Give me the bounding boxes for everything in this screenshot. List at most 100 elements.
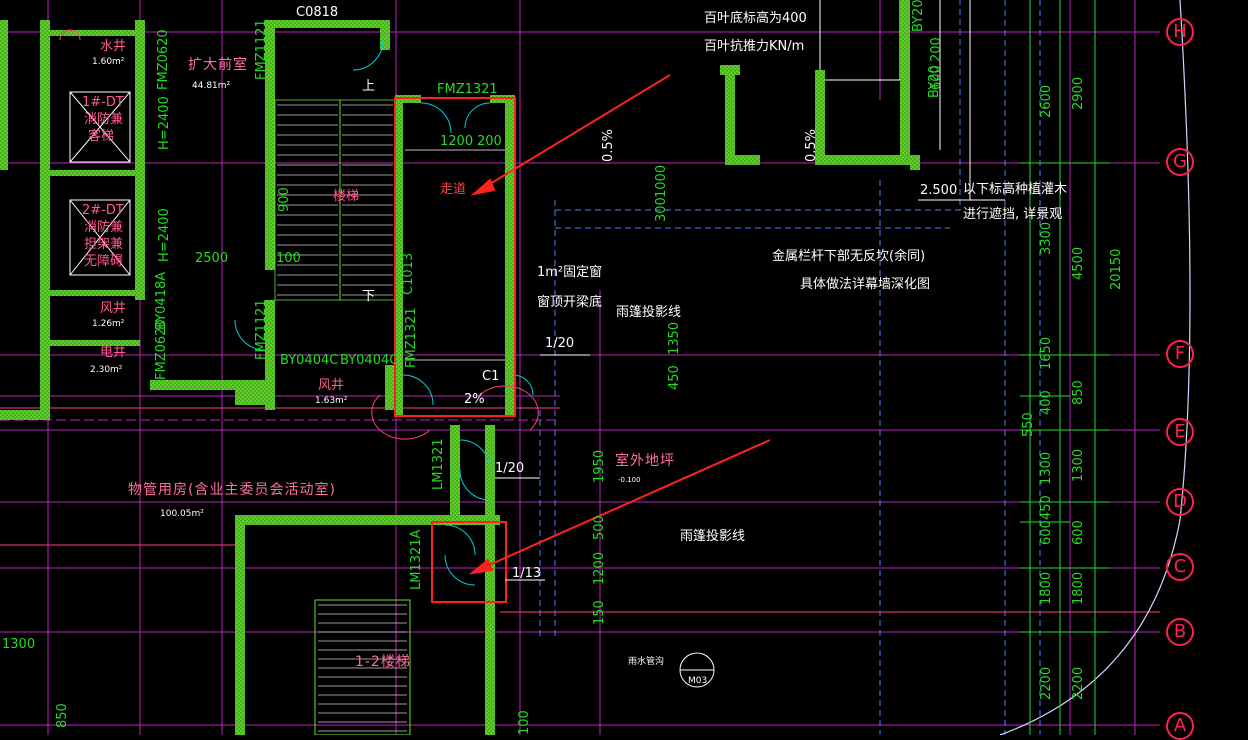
elevator2-line4: 无障碍: [84, 254, 124, 269]
outdoor-ground-label: 室外地坪: [615, 453, 675, 469]
note-canopy-2: 雨篷投影线: [680, 529, 746, 544]
section-mark-m03: M03: [688, 676, 708, 686]
note-railing-1: 金属栏杆下部无反坎(余同): [772, 249, 926, 264]
dim-550: 550: [1021, 412, 1036, 437]
dim-200: 200: [477, 134, 502, 149]
stair-up-label: 上: [362, 79, 376, 94]
dim-1800: 1800: [1039, 571, 1054, 605]
dim-1200b: 1200: [592, 551, 607, 585]
height-2400-b: H=2400: [157, 208, 172, 262]
dim-100: 100: [276, 251, 301, 266]
axis-lines: [0, 31, 1160, 726]
dim-500: 500: [592, 515, 607, 540]
stair-label: 楼梯: [333, 189, 360, 204]
door-fmz1321-top: FMZ1321: [437, 82, 498, 97]
note-plant-1: 以下标高种植灌木: [963, 182, 1068, 197]
note-canopy-1: 雨篷投影线: [616, 305, 682, 320]
window-c1: C1: [482, 369, 500, 384]
dim-2900: 2900: [1071, 76, 1086, 110]
property-room-label: 物管用房(含业主委员会活动室): [128, 482, 336, 498]
stair-treads: [277, 104, 393, 296]
slope-1-20-b: 1/20: [495, 461, 525, 476]
note-window-top: 窗顶开梁底: [537, 295, 603, 310]
elevator-shafts: [69, 91, 131, 276]
axis-bubble-a: A: [1166, 712, 1194, 740]
annotation-arrows: [468, 74, 771, 575]
elevator1-line2: 消防兼: [84, 112, 124, 127]
dim-1650: 1650: [1039, 336, 1054, 370]
dim-400: 400: [1039, 390, 1054, 415]
dim-1300b: 1300: [1039, 451, 1054, 485]
dim-150: 150: [592, 600, 607, 625]
vestibule-area: 44.81m²: [192, 81, 231, 91]
dim-850b: 850: [1071, 380, 1086, 405]
wind-well-area: 1.26m²: [92, 319, 125, 329]
slope-05-a: 0.5%: [601, 128, 616, 162]
slope-arrows: [495, 354, 590, 581]
elevator2-line3: 担架兼: [84, 237, 124, 252]
note-railing-2: 具体做法详幕墙深化图: [800, 277, 931, 292]
axis-bubble-e: E: [1166, 418, 1194, 446]
stair-lower-outline: [314, 599, 411, 735]
dim-2600: 2600: [1039, 84, 1054, 118]
corridor-label: 走道: [440, 182, 467, 197]
door-fmz1121-bottom: FMZ1121: [254, 299, 269, 360]
slope-1-20-a: 1/20: [545, 336, 575, 351]
dim-2200b: 2200: [1071, 666, 1086, 700]
dim-1350: 1350: [667, 321, 682, 355]
slope-05-b: 0.5%: [804, 128, 819, 162]
note-drain: 雨水管沟: [628, 657, 665, 667]
note-louver-wind: 百叶抗推力KN/m: [704, 39, 805, 54]
wind-well2-area: 1.63m²: [315, 396, 348, 406]
water-well-label: 水井: [100, 39, 127, 54]
door-fmz1121-top: FMZ1121: [254, 19, 269, 80]
elevator2-line2: 消防兼: [84, 220, 124, 235]
pink-circles: [59, 29, 539, 440]
dim-2300: 1300: [1071, 448, 1086, 482]
dim-3300: 3300: [1039, 221, 1054, 255]
stair-lower: [318, 604, 407, 732]
outdoor-elevation: -0.100: [618, 476, 641, 484]
elec-well-area: 2.30m²: [90, 365, 123, 375]
axis-bubble-b: B: [1166, 618, 1194, 646]
dim-900: 900: [277, 187, 292, 212]
dim-300: 300: [654, 197, 669, 222]
slope-1-13: 1/13: [512, 566, 542, 581]
annotation-boxes: [394, 97, 516, 603]
property-room-area: 100.05m²: [160, 509, 204, 519]
door-by0418a: BY0418A: [154, 271, 169, 330]
dim-2200: 2200: [1039, 666, 1054, 700]
door-fmz1321-side: FMZ1321: [404, 307, 419, 368]
dim-850: 850: [55, 703, 70, 728]
louver-by20: BY20: [911, 0, 926, 32]
dim-450: 450: [667, 365, 682, 390]
dim-200-right: 200: [929, 37, 944, 62]
elevator2-line1: 2#-DT: [82, 203, 124, 218]
dim-1300: 1300: [2, 637, 36, 652]
stair2-label: 1-2楼梯: [355, 654, 411, 670]
dim-1950: 1950: [592, 449, 607, 483]
corridor-lines: [405, 149, 505, 361]
window-c1013: C1013: [401, 252, 416, 295]
note-fixed-window: 1m²固定窗: [537, 265, 603, 280]
door-lm1321a: LM1321A: [409, 529, 424, 590]
dim-1000: 1000: [654, 164, 669, 198]
expanded-vestibule-label: 扩大前室: [188, 57, 248, 73]
elevation-2500: 2.500: [920, 183, 958, 198]
note-plant-2: 进行遮挡, 详景观: [963, 207, 1063, 222]
axis-bubble-f: F: [1166, 340, 1194, 368]
door-c0818: C0818: [296, 5, 339, 20]
slope-2pct: 2%: [464, 392, 485, 407]
dim-4500: 4500: [1071, 246, 1086, 280]
walls: [0, 0, 920, 735]
dim-1800b: 1800: [1071, 571, 1086, 605]
stair-down-label: 下: [362, 289, 376, 304]
pink-lines: [0, 407, 1160, 613]
elevator1-line1: 1#-DT: [82, 95, 124, 110]
dim-2500: 2500: [195, 251, 229, 266]
right-dimension-lines: [1020, 0, 1110, 735]
dim-20150: 20150: [1109, 248, 1124, 290]
axis-bubble-h: H: [1166, 18, 1194, 46]
dim-100-bottom: 100: [517, 710, 532, 735]
